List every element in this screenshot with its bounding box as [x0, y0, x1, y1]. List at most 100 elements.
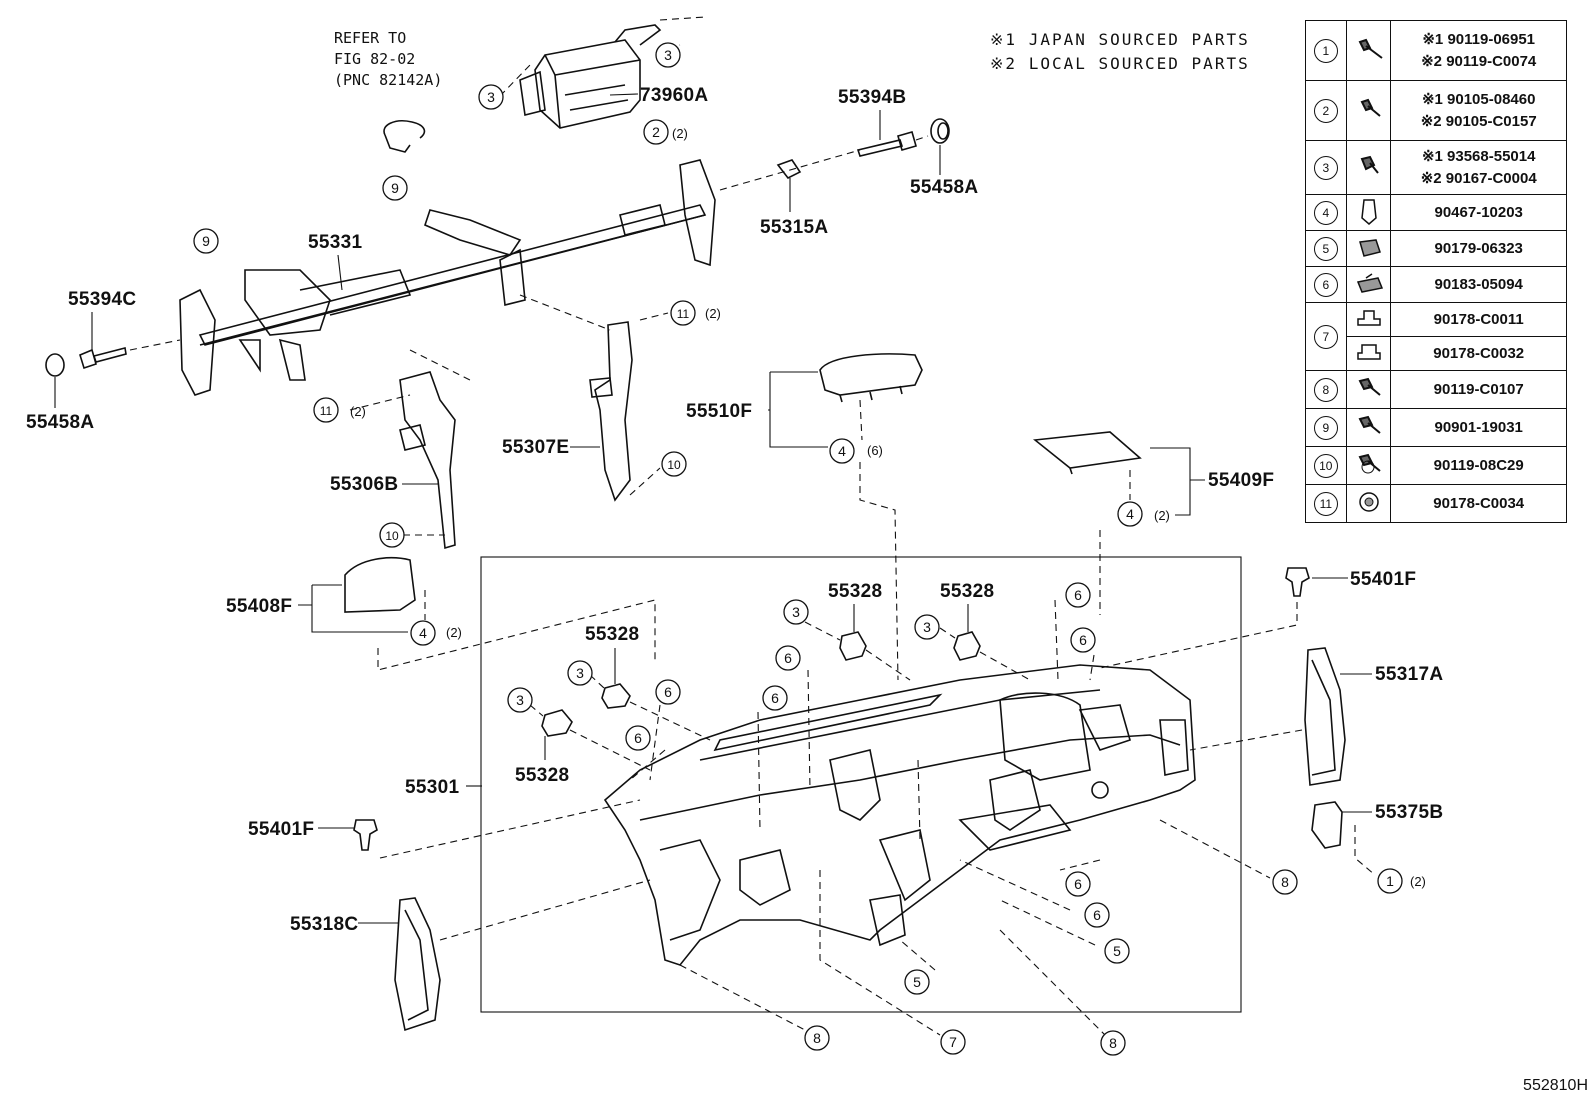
source-note-japan: ※1 JAPAN SOURCED PARTS: [990, 28, 1250, 52]
bolt-icon: [1358, 415, 1381, 434]
label-55401F-left: 55401F: [248, 819, 314, 840]
table-row: 5 90179-06323: [1305, 230, 1567, 267]
bracket-55328-a-part: [839, 631, 867, 661]
ref-circle: [478, 84, 504, 110]
part-number: 90178-C0032: [1433, 344, 1525, 362]
ref-callout-10: 10: [661, 451, 687, 477]
ref-callout-1: 1: [1377, 868, 1403, 894]
label-55307E: 55307E: [502, 437, 569, 458]
refer-note-line3: (PNC 82142A): [334, 71, 442, 89]
bolt-washer-icon: [1358, 453, 1381, 473]
qty-2-55306B: (2): [350, 404, 366, 419]
ref-circle: 8: [1313, 377, 1338, 402]
ref-callout-6: 6: [1084, 902, 1110, 928]
qty-2-55375B: (2): [1410, 874, 1426, 889]
label-73960A: 73960A: [640, 85, 708, 106]
nut-icon: [1358, 491, 1379, 512]
cap-55458A-top-part: [930, 118, 950, 144]
part-number: ※2 90105-C0157: [1420, 112, 1537, 130]
part-number: 90901-19031: [1434, 418, 1523, 436]
ref-circle: [1065, 582, 1091, 608]
part-number: 90119-C0107: [1433, 380, 1524, 398]
cap-55458A-left-part: [45, 353, 65, 377]
ref-circle: [775, 645, 801, 671]
ref-callout-4: 4: [829, 438, 855, 464]
table-row: 2 ※1 90105-08460※2 90105-C0157: [1305, 80, 1567, 141]
label-55328-c: 55328: [585, 624, 639, 645]
ref-callout-11: 11: [670, 300, 696, 326]
ref-circle: [829, 438, 855, 464]
ref-number: 8: [813, 1030, 821, 1046]
ref-circle: [655, 42, 681, 68]
ref-number: 10: [385, 529, 399, 543]
ref-callout-5: 5: [1104, 938, 1130, 964]
bolt-icon: [1358, 377, 1381, 396]
ref-number: 6: [784, 650, 792, 666]
ref-callout-3: 3: [567, 660, 593, 686]
ref-circle: [410, 620, 436, 646]
ref-circle: 7: [1313, 324, 1338, 349]
u-nut-icon: [1356, 309, 1381, 326]
note-text-2: LOCAL SOURCED PARTS: [1028, 54, 1250, 73]
ref-callout-3: 3: [478, 84, 504, 110]
ref-callout-6: 6: [655, 679, 681, 705]
ref-number: 3: [576, 665, 584, 681]
label-55331: 55331: [308, 232, 362, 253]
label-55401F-right: 55401F: [1350, 569, 1416, 590]
diagram-code: 552810H: [1523, 1077, 1588, 1094]
bracket-55375B-part: [1311, 801, 1343, 849]
label-55394C: 55394C: [68, 289, 136, 310]
ref-circle: [1272, 869, 1298, 895]
label-55328-d: 55328: [515, 765, 569, 786]
ref-callout-3: 3: [655, 42, 681, 68]
ref-circle: [1070, 627, 1096, 653]
table-row: 9 90901-19031: [1305, 408, 1567, 447]
label-55510F: 55510F: [686, 401, 752, 422]
ref-circle: [379, 522, 405, 548]
steering-support-beam-part: [179, 159, 716, 396]
source-notes: ※1 JAPAN SOURCED PARTS ※2 LOCAL SOURCED …: [990, 28, 1250, 76]
label-55328-b: 55328: [940, 581, 994, 602]
ref-callout-3: 3: [783, 599, 809, 625]
ref-number: 4: [838, 443, 846, 459]
bracket-55328-d-part: [541, 709, 573, 737]
main-panel-frame: [480, 556, 1242, 1013]
ref-number: 6: [1074, 876, 1082, 892]
ref-circle: 1: [1313, 38, 1338, 63]
ref-callout-7: 7: [940, 1029, 966, 1055]
qty-2-55409F: (2): [1154, 508, 1170, 523]
ref-number: 11: [677, 307, 690, 321]
ref-circle: [804, 1025, 830, 1051]
ref-circle: [643, 119, 669, 145]
ref-number: 6: [1093, 907, 1101, 923]
ref-number: 6: [1079, 632, 1087, 648]
airbag-module-part: [519, 24, 662, 129]
ref-circle: [193, 228, 219, 254]
bracket-55328-b-part: [953, 631, 981, 661]
ref-number: 5: [913, 974, 921, 990]
ref-number: 5: [1113, 943, 1121, 959]
qty-2-55408F: (2): [446, 625, 462, 640]
ref-circle: [1084, 902, 1110, 928]
ref-callout-6: 6: [1065, 582, 1091, 608]
screw-icon: [1360, 155, 1379, 174]
ref-circle: 11: [1313, 491, 1338, 516]
ref-number: 3: [923, 619, 931, 635]
part-number: 90179-06323: [1434, 239, 1523, 257]
note-mark-1: ※1: [990, 30, 1018, 49]
qty-2-55307E: (2): [705, 306, 721, 321]
ref-number: 7: [949, 1034, 957, 1050]
part-number: 90183-05094: [1434, 275, 1523, 293]
ref-circle: [904, 969, 930, 995]
part-number: ※2 90119-C0074: [1421, 52, 1537, 70]
side-panel-55318C-part: [394, 897, 441, 1032]
ref-circle: [567, 660, 593, 686]
ref-number: 4: [1126, 506, 1134, 522]
part-number: 90119-08C29: [1433, 456, 1524, 474]
ref-callout-6: 6: [775, 645, 801, 671]
note-text-1: JAPAN SOURCED PARTS: [1028, 30, 1250, 49]
ref-circle: [670, 300, 696, 326]
refer-note-line2: FIG 82-02: [334, 50, 415, 68]
label-55328-a: 55328: [828, 581, 882, 602]
